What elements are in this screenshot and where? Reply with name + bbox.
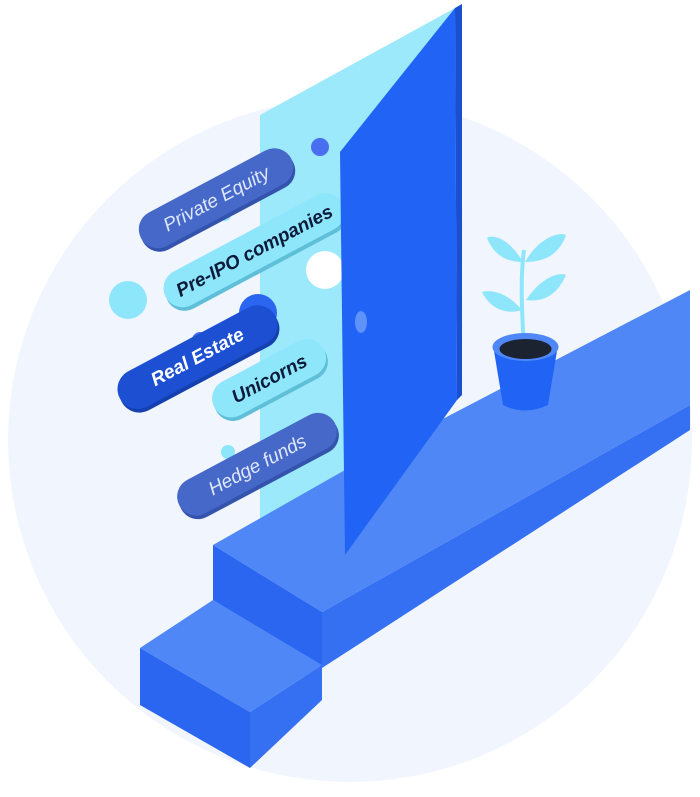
soil <box>499 339 552 359</box>
leaf <box>525 234 566 262</box>
door-edge <box>455 4 462 400</box>
leaf <box>482 291 522 312</box>
potted-plant <box>482 234 566 411</box>
leaf <box>487 236 523 262</box>
upper-platform-top <box>213 290 690 612</box>
upper-platform-side <box>322 405 690 668</box>
decor-circle <box>306 251 344 289</box>
decor-circle <box>311 138 329 156</box>
lower-step-side <box>250 665 322 768</box>
upper-step-front <box>213 545 322 668</box>
lower-step-front <box>140 648 250 768</box>
door <box>340 4 462 555</box>
door-panel <box>340 8 457 555</box>
decor-circle <box>221 445 235 459</box>
leaf <box>526 274 566 301</box>
tag-real-estate: Real Estate <box>117 305 280 413</box>
decor-circle <box>109 281 147 319</box>
lower-step-top <box>140 600 322 712</box>
pot <box>493 345 558 411</box>
staircase <box>140 290 690 768</box>
door-handle <box>355 311 367 333</box>
